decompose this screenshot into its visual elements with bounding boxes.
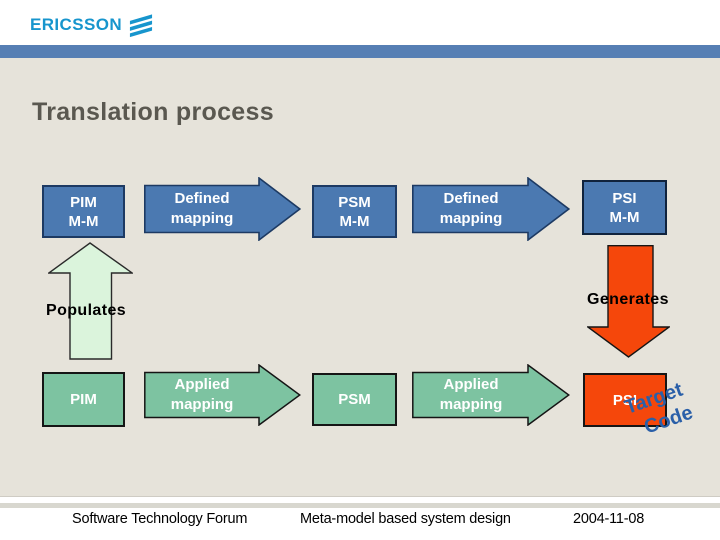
psm-box: PSM — [312, 373, 397, 426]
defined-mapping-arrow-1 — [144, 177, 301, 241]
footer-divider — [0, 503, 720, 508]
arrow-polygon — [412, 177, 570, 241]
arrow-polygon — [144, 364, 301, 426]
psm-label: PSM — [338, 391, 371, 408]
pim-box: PIM — [42, 372, 125, 427]
arrow-label-line: Defined — [443, 190, 499, 207]
populates-label: Populates — [46, 302, 127, 319]
psi-mm-line2: M-M — [609, 208, 640, 226]
flair-bar — [129, 20, 153, 31]
ericsson-wordmark: ERICSSON — [30, 15, 122, 34]
arrow-label-line: Applied — [443, 376, 499, 393]
psm-mm-line1: PSM — [338, 193, 371, 211]
ericsson-logo: ERICSSON — [30, 13, 153, 37]
flair-bar — [129, 26, 153, 37]
arrow-polygon — [412, 364, 570, 426]
defined-mapping-arrow-1-label: Defined mapping — [144, 184, 260, 234]
arrow-label-line: Defined — [174, 190, 230, 207]
pim-label: PIM — [70, 391, 97, 408]
pim-mm-box: PIM M-M — [42, 185, 125, 238]
defined-mapping-arrow-2 — [412, 177, 570, 241]
psi-box: PSI — [583, 373, 667, 427]
populates-arrow — [48, 242, 133, 360]
arrow-label-line: mapping — [170, 210, 234, 227]
psm-mm-box: PSM M-M — [312, 185, 397, 238]
psi-label: PSI — [612, 391, 638, 409]
arrow-polygon — [48, 242, 133, 360]
pim-mm-line1: PIM — [70, 193, 97, 211]
arrow-polygon — [144, 177, 301, 241]
header-divider-bar — [0, 45, 720, 58]
arrow-label-line: mapping — [439, 396, 503, 413]
generates-arrow — [587, 245, 670, 358]
arrow-label-line: mapping — [439, 210, 503, 227]
generates-label: Generates — [587, 291, 669, 308]
psi-mm-line1: PSI — [612, 189, 637, 207]
applied-mapping-arrow-2 — [412, 364, 570, 426]
flair-bar — [129, 14, 153, 25]
arrow-label-line: Applied — [174, 376, 230, 393]
footer-right-text: 2004-11-08 — [573, 511, 645, 527]
applied-mapping-arrow-2-label: Applied mapping — [412, 372, 530, 418]
pim-mm-line2: M-M — [68, 212, 99, 230]
psm-mm-line2: M-M — [339, 212, 370, 230]
footer-left-text: Software Technology Forum — [72, 511, 248, 527]
applied-mapping-arrow-1-label: Applied mapping — [144, 372, 260, 418]
arrow-label-line: mapping — [170, 396, 234, 413]
page-title: Translation process — [32, 98, 274, 126]
psi-mm-box: PSI M-M — [582, 180, 667, 235]
ericsson-flair-icon — [129, 14, 153, 37]
arrow-polygon — [587, 245, 670, 358]
applied-mapping-arrow-1 — [144, 364, 301, 426]
footer-center-text: Meta-model based system design — [300, 511, 511, 527]
defined-mapping-arrow-2-label: Defined mapping — [412, 184, 530, 234]
